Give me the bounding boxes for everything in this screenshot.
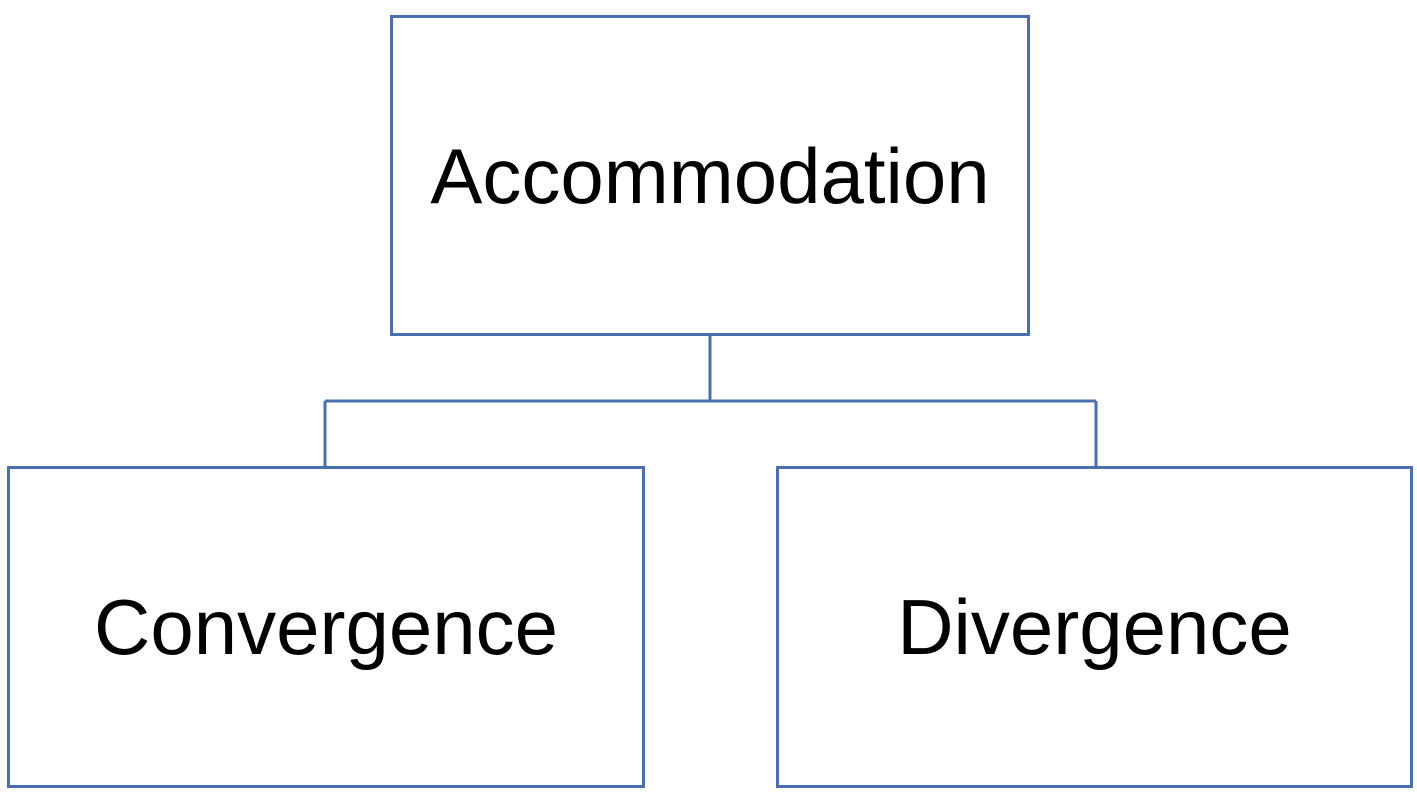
node-accommodation: Accommodation (390, 15, 1030, 336)
node-divergence: Divergence (776, 466, 1413, 788)
node-convergence-label: Convergence (94, 583, 558, 671)
node-accommodation-label: Accommodation (430, 131, 990, 220)
node-convergence: Convergence (7, 466, 645, 788)
node-divergence-label: Divergence (897, 583, 1292, 671)
